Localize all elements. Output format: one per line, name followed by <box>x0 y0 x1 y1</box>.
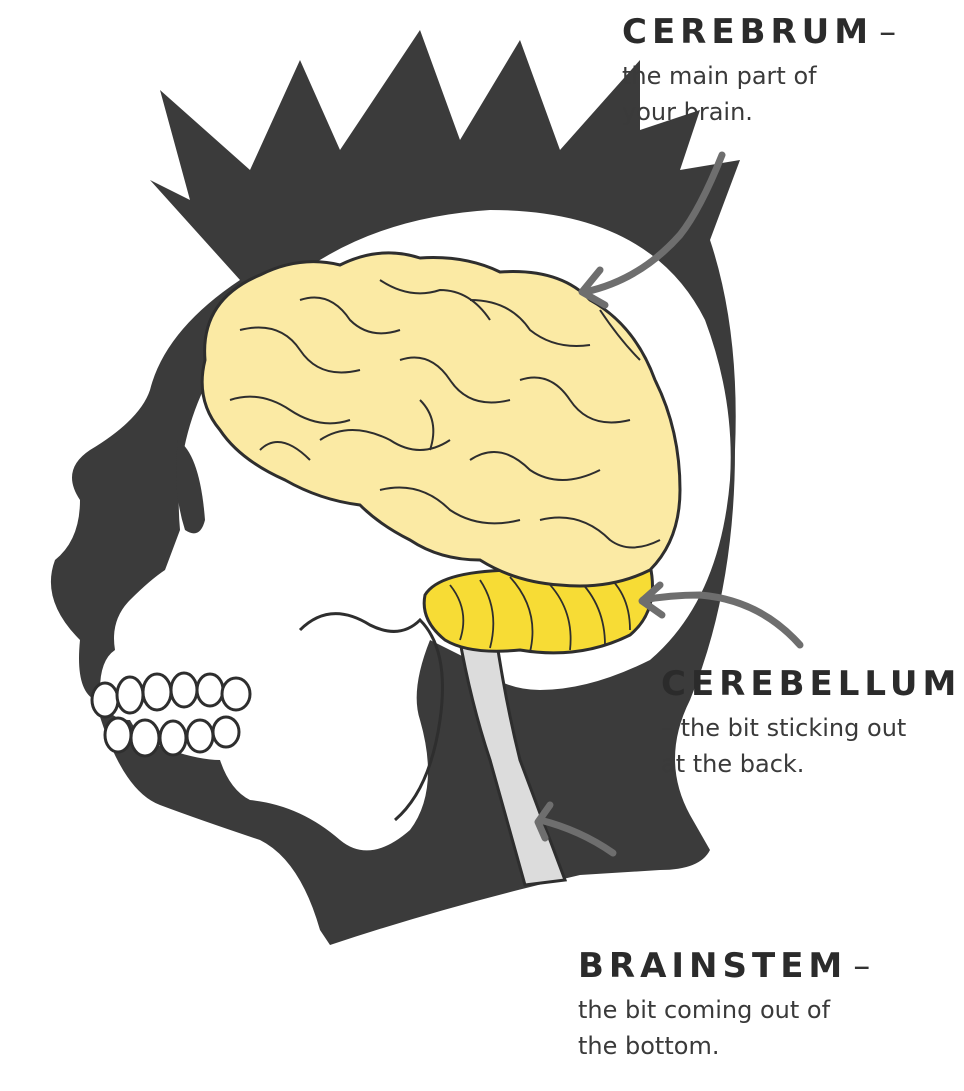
brainstem-callout: BRAINSTEM– the bit coming out of the bot… <box>578 946 870 1064</box>
cerebrum-callout: CEREBRUM– the main part of your brain. <box>622 12 896 130</box>
cerebrum-description: the main part of your brain. <box>622 58 896 130</box>
cerebellum-title: CEREBELLUM <box>661 664 961 704</box>
cerebellum-description: – the bit sticking out at the back. <box>661 710 961 782</box>
cerebrum-title: CEREBRUM– <box>622 12 896 52</box>
cerebellum-callout: CEREBELLUM – the bit sticking out at the… <box>661 664 961 782</box>
brainstem-description: the bit coming out of the bottom. <box>578 992 870 1064</box>
brainstem-title: BRAINSTEM– <box>578 946 870 986</box>
